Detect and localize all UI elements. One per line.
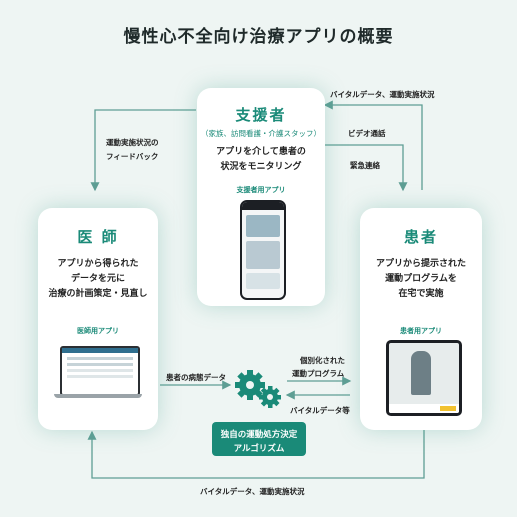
supporter-subtitle: （家族、訪問看護・介護スタッフ） xyxy=(201,129,321,138)
video-call-label: ビデオ通話 xyxy=(348,129,386,138)
supporter-app-label: 支援者用アプリ xyxy=(236,186,286,194)
algorithm-line1: 独自の運動処方決定 xyxy=(220,430,298,440)
program-label-line2: 運動プログラム xyxy=(292,369,345,378)
gear-icon xyxy=(235,370,281,408)
patient-tablet-image xyxy=(386,340,462,416)
patient-data-label: 患者の病態データ xyxy=(166,373,226,382)
algorithm-box: 独自の運動処方決定 アルゴリズム xyxy=(212,422,306,456)
program-label-line1: 個別化された xyxy=(300,356,345,365)
video-call-arrow xyxy=(325,144,408,192)
feedback-label-line1: 運動実施状況の xyxy=(106,138,159,147)
supporter-card: 支援者 （家族、訪問看護・介護スタッフ） アプリを介して患者の 状況をモニタリン… xyxy=(197,88,325,306)
patient-desc-line2: 運動プログラムを xyxy=(385,274,457,284)
emergency-label: 緊急連絡 xyxy=(350,161,380,170)
supporter-desc-line1: アプリを介して患者の xyxy=(216,147,306,157)
doctor-desc-line2: データを元に xyxy=(70,274,125,284)
doctor-title: 医 師 xyxy=(77,228,119,246)
patient-title: 患者 xyxy=(403,228,438,246)
doctor-laptop-image xyxy=(60,346,140,396)
page-title: 慢性心不全向け治療アプリの概要 xyxy=(123,27,394,47)
supporter-phone-image xyxy=(240,200,286,300)
vital-top-label: バイタルデータ、運動実施状況 xyxy=(330,90,435,99)
patient-card: 患者 アプリから提示された 運動プログラムを 在宅で実施 患者用アプリ xyxy=(360,208,482,430)
feedback-arrow xyxy=(90,109,196,192)
patient-desc-line1: アプリから提示された xyxy=(375,259,466,269)
doctor-laptop-base xyxy=(54,394,142,398)
doctor-app-label: 医師用アプリ xyxy=(77,327,119,335)
doctor-card: 医 師 アプリから得られた データを元に 治療の計画策定・見直し 医師用アプリ xyxy=(38,208,158,430)
vital-to-supporter-arrow xyxy=(323,100,423,190)
supporter-title: 支援者 xyxy=(235,106,287,124)
patient-app-label: 患者用アプリ xyxy=(400,327,442,335)
supporter-desc-line2: 状況をモニタリング xyxy=(220,162,302,172)
feedback-label-line2: フィードバック xyxy=(106,152,159,161)
vital-bottom-label: バイタルデータ、運動実施状況 xyxy=(200,487,305,496)
doctor-desc-line1: アプリから得られた xyxy=(57,259,139,269)
vital-bottom-arrow xyxy=(87,430,425,479)
algorithm-line2: アルゴリズム xyxy=(233,444,285,454)
doctor-desc-line3: 治療の計画策定・見直し xyxy=(48,289,148,299)
vital-data-label: バイタルデータ等 xyxy=(290,406,350,415)
patient-desc-line3: 在宅で実施 xyxy=(398,289,444,299)
